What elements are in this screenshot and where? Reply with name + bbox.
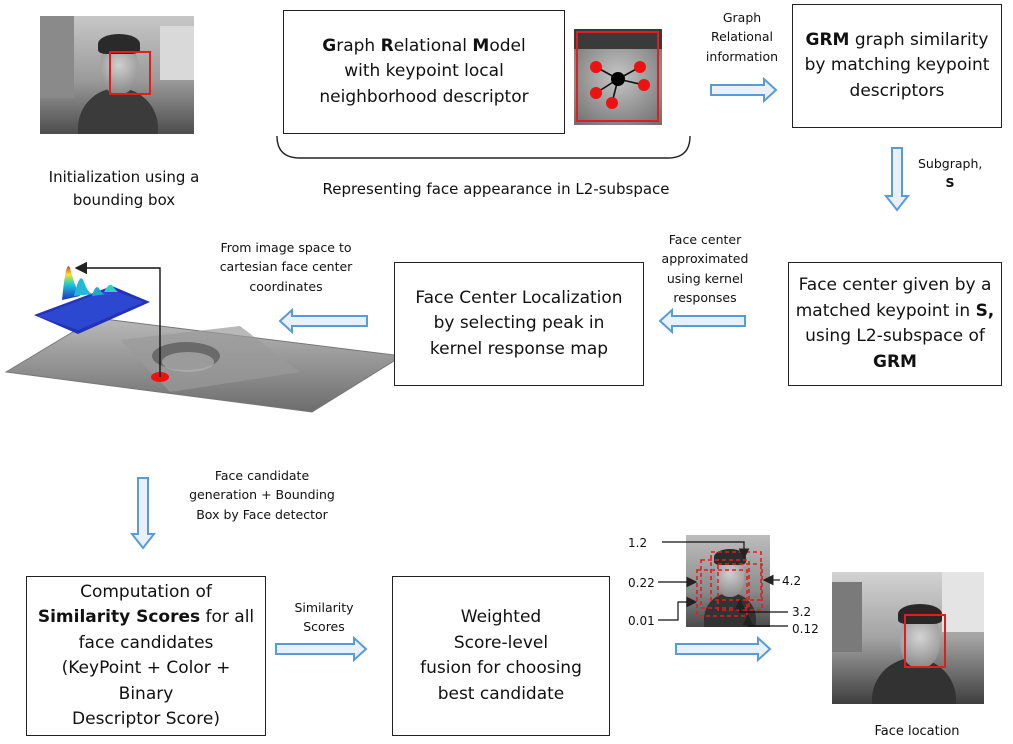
similarity-scores-label: Similarity Scores <box>294 600 354 635</box>
candidate-score-4: 4.2 <box>782 574 802 588</box>
image-to-cartesian-label: From image space to cartesian face cente… <box>219 240 353 294</box>
subgraph-label: Subgraph, S <box>918 156 983 191</box>
grm-model-box: Graph Relational Model with keypoint loc… <box>283 10 565 134</box>
arrow-to-face-location <box>675 635 772 663</box>
kernel-response-map-image <box>4 261 404 413</box>
final-bounding-box <box>904 614 946 668</box>
arrow-candidate-generation <box>129 477 157 550</box>
face-center-given-box: Face center given by a matched keypoint … <box>788 262 1002 386</box>
arrow-graph-relational <box>710 76 778 104</box>
similarity-computation-box: Computation of Similarity Scores for all… <box>26 576 266 736</box>
arrow-face-center-approx <box>658 307 746 335</box>
graph-relational-label: Graph Relational information <box>705 10 779 64</box>
grm-similarity-box: GRM graph similarity by matching keypoin… <box>792 4 1002 128</box>
candidate-scores-overlay <box>658 541 788 627</box>
bounding-box <box>109 51 151 95</box>
candidate-score-6: 0.12 <box>792 622 819 636</box>
face-center-localization-box: Face Center Localization by selecting pe… <box>394 262 644 386</box>
face-location-caption: Face location <box>874 724 960 739</box>
face-location-image <box>832 572 984 704</box>
candidate-score-5: 3.2 <box>792 605 812 619</box>
keypoint-graph-icon <box>590 61 650 109</box>
score-fusion-box: Weighted Score-level fusion for choosing… <box>392 576 610 736</box>
initialization-caption: Initialization using a bounding box <box>48 168 200 209</box>
initialization-face-image <box>40 16 194 134</box>
representing-caption: Representing face appearance in L2-subsp… <box>322 180 670 198</box>
arrow-image-to-cartesian <box>278 307 368 335</box>
arrow-subgraph <box>883 147 911 212</box>
arrow-similarity-scores <box>275 635 368 663</box>
candidate-score-3: 0.01 <box>628 614 655 628</box>
face-center-approx-label: Face center approximated using kernel re… <box>661 232 749 306</box>
candidate-score-2: 0.22 <box>628 576 655 590</box>
grm-graph-face-image <box>574 29 662 125</box>
candidate-generation-label: Face candidate generation + Bounding Box… <box>189 468 335 522</box>
candidate-score-1: 1.2 <box>628 536 648 550</box>
grouping-bracket <box>276 135 691 159</box>
